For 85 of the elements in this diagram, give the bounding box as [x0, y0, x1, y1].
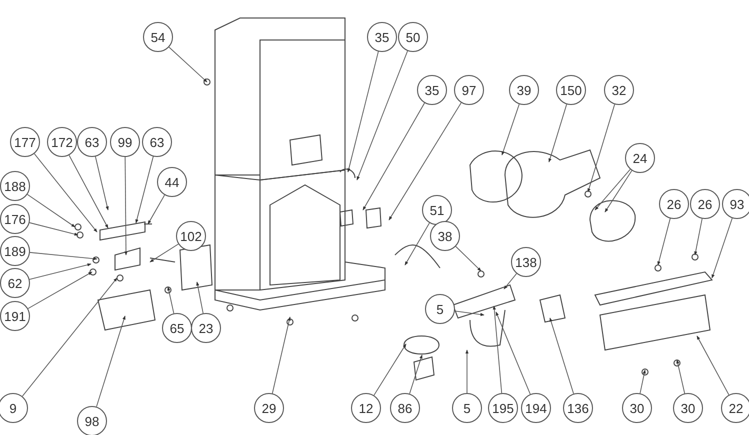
callout-number: 44 [157, 167, 187, 197]
callout-number: 32 [604, 75, 634, 105]
leader-line [362, 102, 425, 210]
leader-line [640, 370, 646, 394]
callout-number: 50 [398, 22, 428, 52]
callout-number: 9 [0, 393, 28, 423]
callout-number: 62 [0, 268, 30, 298]
leader-line [696, 336, 730, 396]
callout-number: 188 [0, 171, 30, 201]
callout-number: 138 [511, 247, 541, 277]
callout-number: 177 [10, 127, 40, 157]
callout-number: 150 [556, 75, 586, 105]
leader-line [550, 318, 574, 394]
callout-number: 12 [351, 393, 381, 423]
callout-number: 189 [0, 236, 30, 266]
callout-number: 23 [191, 313, 221, 343]
callout-number: 51 [422, 195, 452, 225]
leader-line [356, 50, 408, 180]
leader-line [28, 272, 92, 309]
callout-number: 97 [454, 75, 484, 105]
callout-number: 194 [521, 393, 551, 423]
callout-number: 26 [690, 189, 720, 219]
leader-line [30, 252, 98, 260]
callout-number: 35 [417, 75, 447, 105]
leader-line [150, 244, 179, 262]
leader-line [29, 222, 78, 236]
callout-number: 93 [722, 189, 749, 219]
leader-line [26, 194, 76, 228]
callout-number: 26 [659, 189, 689, 219]
leader-line [148, 194, 165, 224]
leader-line [68, 154, 108, 228]
leader-line [604, 170, 632, 212]
callout-number: 35 [367, 22, 397, 52]
callout-number: 172 [47, 127, 77, 157]
leader-line [496, 312, 531, 395]
callout-number: 29 [254, 393, 284, 423]
leader-line [657, 218, 671, 266]
callout-number: 30 [622, 393, 652, 423]
leader-line [465, 350, 469, 394]
leader-line [676, 360, 686, 394]
leader-line [272, 316, 291, 394]
leader-line [504, 273, 517, 290]
callout-number: 39 [509, 75, 539, 105]
callout-number: 176 [0, 204, 30, 234]
callout-number: 98 [77, 406, 107, 435]
callout-number: 86 [390, 393, 420, 423]
callout-number: 99 [110, 127, 140, 157]
leader-line [455, 246, 482, 272]
leader-line [95, 156, 109, 210]
leader-line [548, 104, 568, 162]
leader-line [374, 344, 406, 396]
leader-line [594, 168, 631, 210]
callout-number: 63 [142, 127, 172, 157]
leader-line [409, 354, 422, 394]
callout-number: 38 [430, 221, 460, 251]
leader-line [168, 46, 208, 82]
leader-line [502, 104, 520, 156]
leader-line [404, 222, 430, 266]
leader-line [135, 156, 154, 224]
leader-line [167, 286, 174, 314]
leader-line [22, 278, 118, 397]
callout-number: 5 [452, 393, 482, 423]
leader-line [694, 218, 703, 256]
leader-line [454, 310, 484, 316]
callout-number: 54 [143, 22, 173, 52]
leader-line [196, 282, 204, 314]
leader-line [96, 316, 126, 408]
leader-line [347, 51, 379, 172]
callout-number: 24 [625, 143, 655, 173]
callout-number: 195 [488, 393, 518, 423]
leader-line [588, 104, 616, 192]
leader-line [124, 156, 128, 256]
callout-number: 30 [673, 393, 703, 423]
callout-number: 65 [162, 313, 192, 343]
callout-number: 5 [425, 294, 455, 324]
leader-line [712, 218, 733, 278]
callout-number: 22 [721, 393, 749, 423]
callout-number: 191 [0, 301, 30, 331]
leader-line [29, 263, 92, 280]
leader-line [492, 306, 502, 394]
callout-number: 102 [176, 221, 206, 251]
leader-line [34, 153, 98, 232]
callout-number: 136 [563, 393, 593, 423]
callout-number: 63 [77, 127, 107, 157]
leader-line [388, 102, 462, 220]
